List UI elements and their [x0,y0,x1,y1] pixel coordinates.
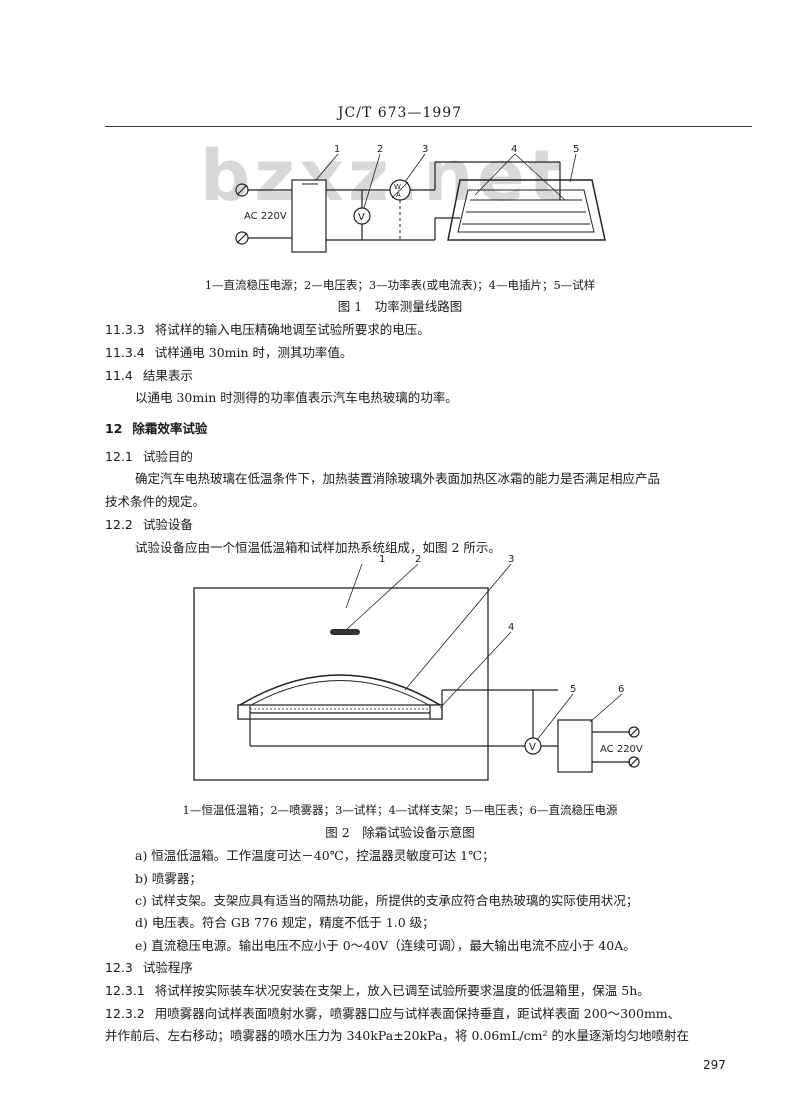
fig1-label-5: 5 [573,144,579,155]
paragraph-purpose-1: 确定汽车电热玻璃在低温条件下，加热装置消除玻璃外表面加热区冰霜的能力是否满足相应… [135,471,661,486]
fig2-sample [239,674,441,706]
fig1-terminal-bottom [235,231,249,245]
figure-2-caption: 1—恒温低温箱；2—喷雾器；3—试样；4—试样支架；5—电压表；6—直流稳压电源 [182,803,618,817]
fig2-voltmeter [524,737,542,755]
fig1-label-1: 1 [334,144,340,155]
fig1-label-2: 2 [377,144,383,155]
list-item-c: c) 试样支架。支架应具有适当的隔热功能，所提供的支承应符合电热玻璃的实际使用状… [135,893,639,908]
fig2-source-label: AC 220V [600,744,643,755]
fig2-label-3: 3 [508,554,514,565]
fig1-voltmeter-label: V [358,212,365,223]
figure-1-caption: 1—直流稳压电源；2—电压表；3—功率表(或电流表)；4—电插片；5—试样 [204,278,596,292]
paragraph-purpose-2: 技术条件的规定。 [105,494,206,509]
watermark: bzxz.net [200,135,567,217]
page-number: 297 [703,1058,726,1072]
fig1-label-3: 3 [422,144,428,155]
fig1-terminal-top [235,183,249,197]
list-item-e: e) 直流稳压电源。输出电压不应小于 0～40V（连续可调），最大输出电流不应小… [135,938,636,953]
fig2-power-supply [557,719,593,773]
fig2-label-4: 4 [508,622,514,633]
paragraph-equipment: 试验设备应由一个恒温低温箱和试样加热系统组成，如图 2 所示。 [135,540,501,555]
figure-1-circuit: AC 220V V W A 1 2 3 4 5 [235,144,606,253]
paragraph-result: 以通电 30min 时测得的功率值表示汽车电热玻璃的功率。 [135,390,458,405]
fig1-voltmeter [353,207,371,225]
fig1-label-4: 4 [511,144,517,155]
fig2-label-6: 6 [618,684,624,695]
fig2-voltmeter-label: V [529,742,536,753]
fig2-label-1: 1 [379,554,385,565]
paragraph-spray: 并作前后、左右移动；喷雾器的喷水压力为 340kPa±20kPa，将 0.06m… [105,1028,689,1043]
svg-text:A: A [396,191,401,199]
figure-1-title: 图 1 功率测量线路图 [337,299,463,314]
fig2-low-temp-chamber [193,587,489,781]
list-item-b: b) 喷雾器； [135,871,202,886]
fig2-sprayer [330,629,360,635]
fig1-power-supply [291,179,327,253]
figure-2-title: 图 2 除霜试验设备示意图 [325,825,475,840]
figure-2-diagram: V AC 220V 1 2 3 4 5 6 [193,554,643,781]
svg-text:W: W [394,183,401,191]
fig1-sample [447,179,606,241]
list-item-d: d) 电压表。符合 GB 776 规定，精度不低于 1.0 级； [135,915,435,930]
page-header: JC/T 673—1997 [337,105,463,121]
fig2-label-2: 2 [415,554,421,565]
fig2-label-5: 5 [570,684,576,695]
header-rule [105,126,752,127]
list-item-a: a) 恒温低温箱。工作温度可达－40℃，控温器灵敏度可达 1℃； [135,848,495,863]
fig1-source-label: AC 220V [244,211,287,222]
